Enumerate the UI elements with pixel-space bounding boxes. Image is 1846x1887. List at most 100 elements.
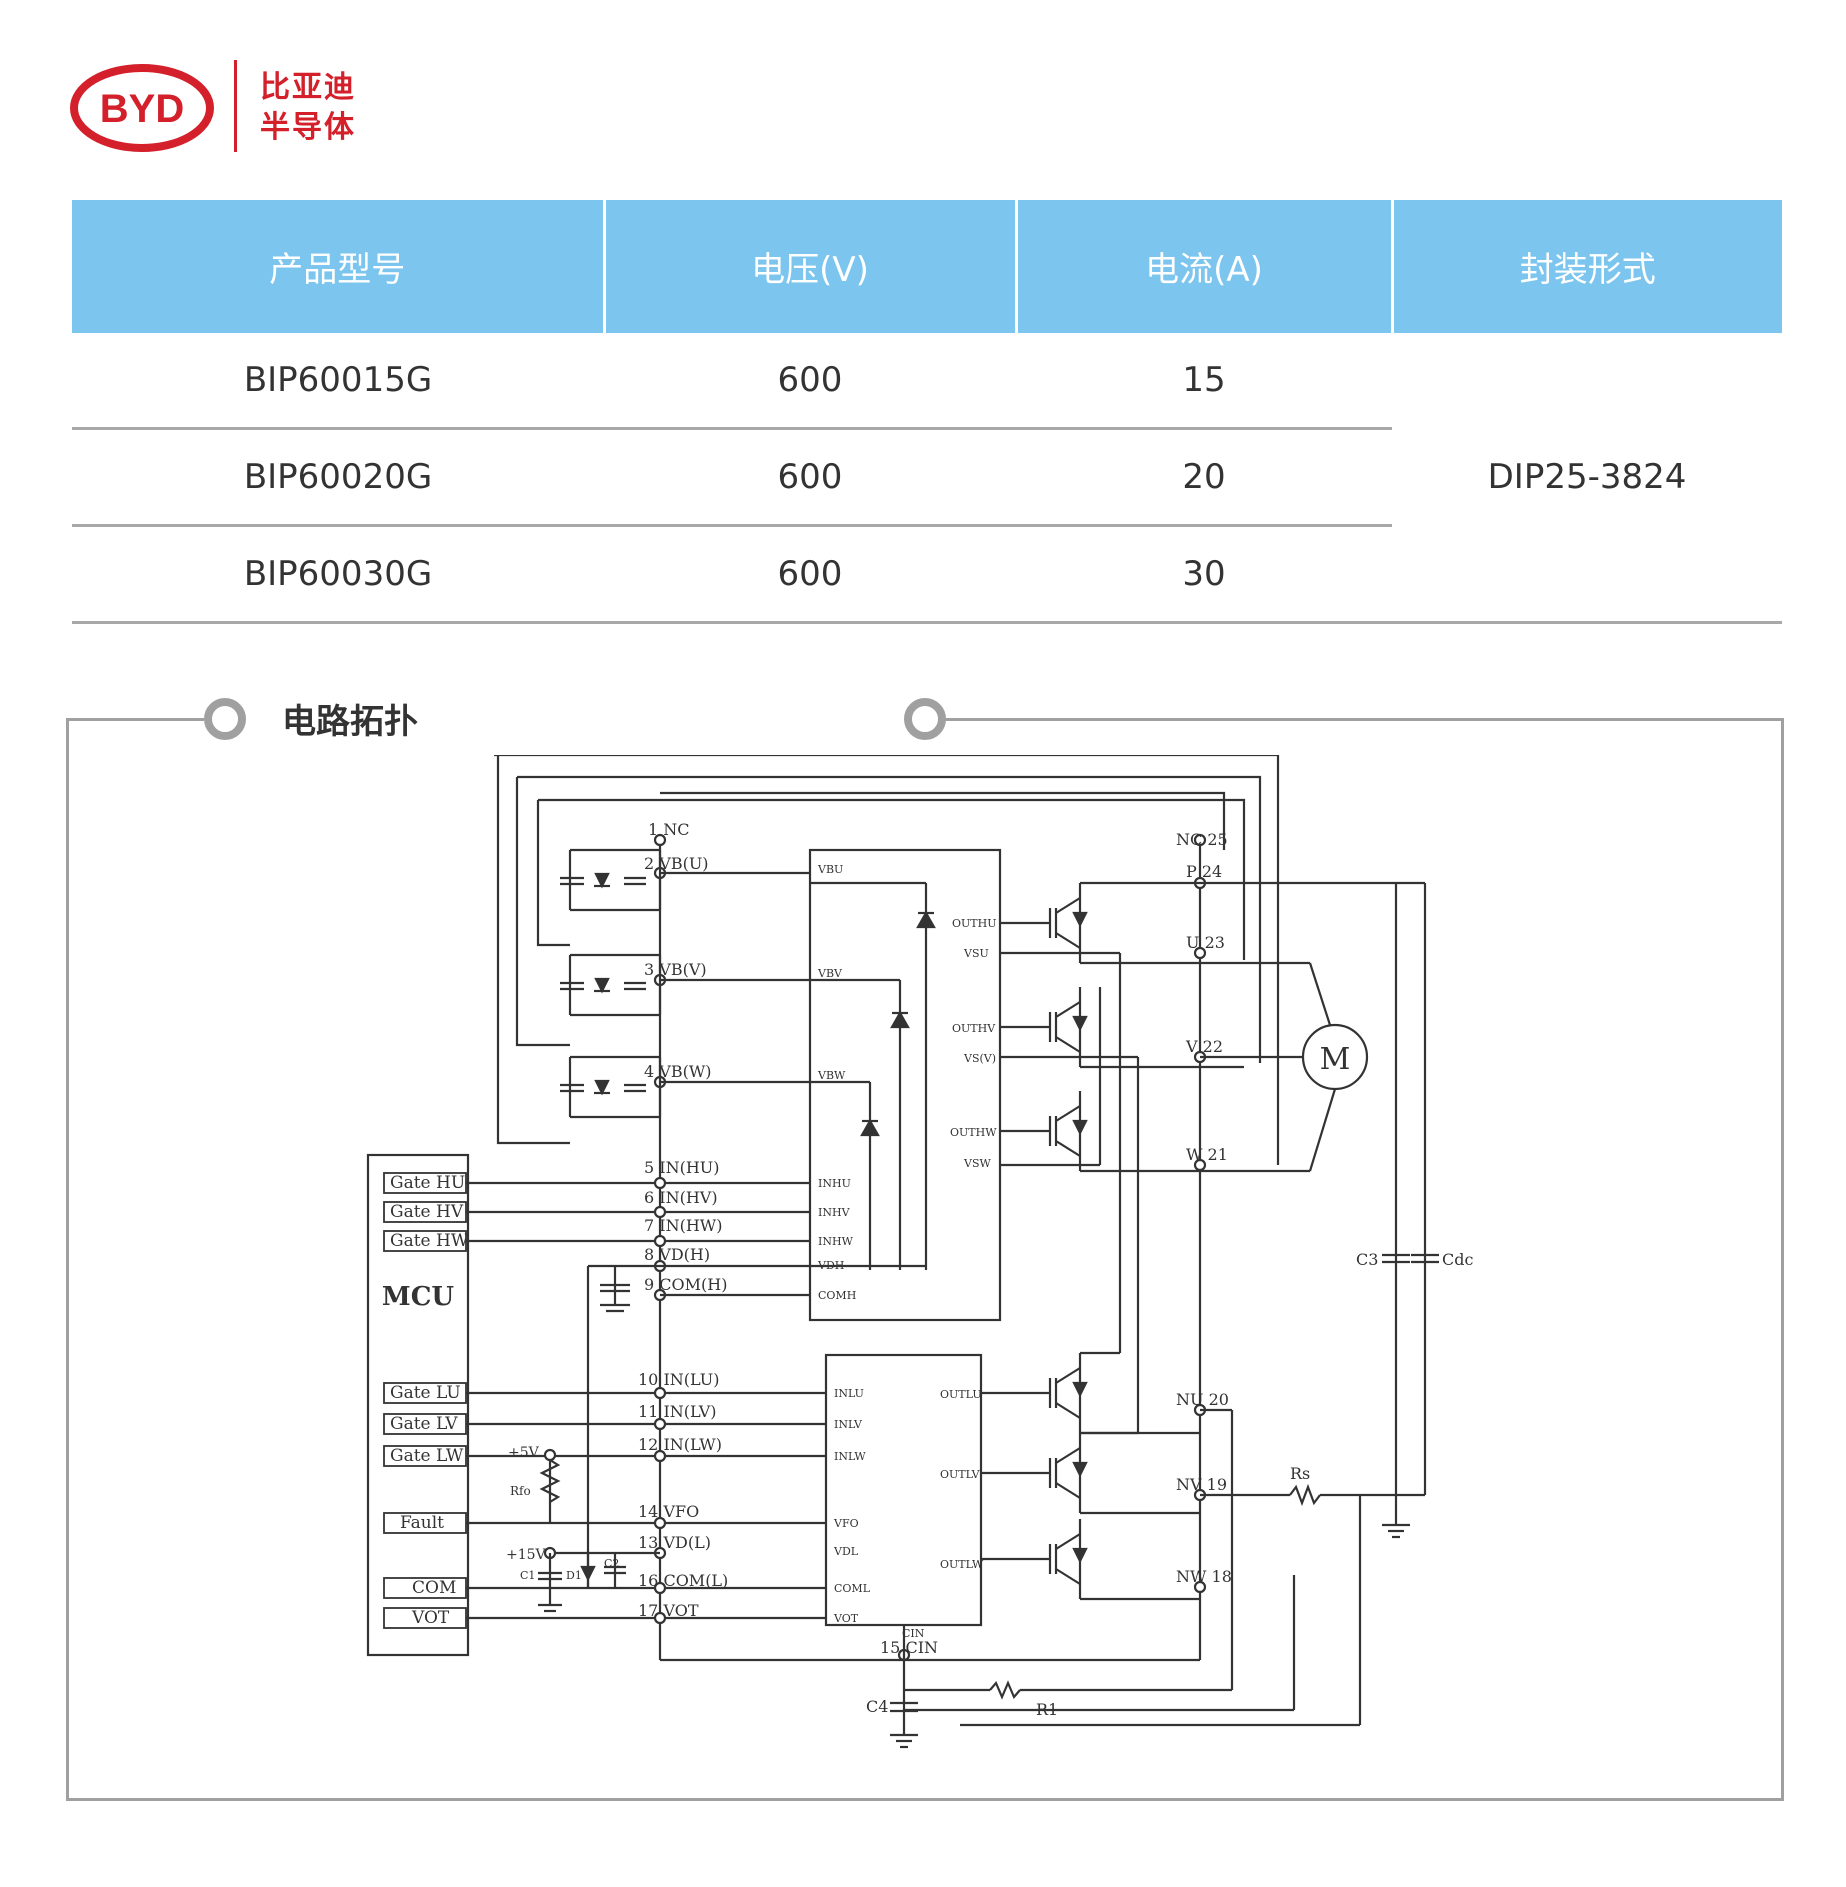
ic-pin-label: OUTHU bbox=[952, 917, 997, 930]
cell-voltage: 600 bbox=[604, 333, 1016, 430]
ic-pin-label: VSU bbox=[963, 947, 989, 960]
ic-pin-label: OUTLW bbox=[940, 1558, 984, 1571]
ic-pin-label: VBV bbox=[817, 967, 843, 980]
table-row: BIP60020G 600 20 bbox=[72, 428, 1782, 527]
mcu-block bbox=[366, 1153, 470, 1657]
header-package: 封装形式 bbox=[1392, 200, 1782, 333]
mcu-pin-label: Gate LW bbox=[390, 1446, 464, 1466]
cell-model: BIP60020G bbox=[72, 428, 604, 527]
pin-label: U 23 bbox=[1186, 933, 1225, 952]
pin-label: 6 IN(HV) bbox=[644, 1188, 718, 1207]
circuit-section-frame bbox=[66, 718, 1784, 1801]
ic-pin-label: INLW bbox=[834, 1450, 866, 1463]
pin-label: 17 VOT bbox=[638, 1601, 699, 1620]
motor-label: M bbox=[1320, 1042, 1351, 1077]
ic-pin-label: COML bbox=[834, 1582, 871, 1595]
mcu-pin-label: Gate LV bbox=[390, 1414, 458, 1434]
cell-current: 20 bbox=[1016, 428, 1392, 527]
byd-logo-icon: BYD bbox=[70, 64, 214, 152]
ic-pin-label: VBW bbox=[817, 1069, 846, 1082]
pin-label: 8 VD(H) bbox=[644, 1245, 710, 1264]
ic-pin-label: INHW bbox=[818, 1235, 854, 1248]
component-label: D1 bbox=[566, 1569, 582, 1582]
igbt-array bbox=[1000, 883, 1088, 1599]
ic-pin-label: OUTHW bbox=[950, 1126, 997, 1139]
cell-package: DIP25-3824 bbox=[1392, 333, 1782, 624]
pin-label: 2 VB(U) bbox=[644, 854, 709, 873]
mcu-pin-label: COM bbox=[412, 1578, 456, 1598]
header-model: 产品型号 bbox=[72, 200, 606, 333]
cell-voltage: 600 bbox=[604, 428, 1016, 527]
cell-model: BIP60030G bbox=[72, 525, 604, 624]
ic-pin-label: VDL bbox=[833, 1545, 859, 1558]
ic-pin-label: VS(V) bbox=[963, 1052, 996, 1065]
component-label: C3 bbox=[1356, 1250, 1378, 1269]
mcu-label: MCU bbox=[382, 1282, 454, 1312]
component-label: +15V bbox=[506, 1547, 547, 1563]
mcu-pin-label: Gate HU bbox=[390, 1173, 465, 1193]
section-title: 电路拓扑 bbox=[282, 702, 418, 742]
component-label: C4 bbox=[866, 1697, 888, 1716]
cell-current: 30 bbox=[1016, 525, 1392, 624]
pin-label: 4 VB(W) bbox=[644, 1062, 712, 1081]
brand-logo: BYD 比亚迪 半导体 bbox=[70, 60, 390, 160]
product-spec-table: 产品型号 电压(V) 电流(A) 封装形式 BIP60015G 600 15 D… bbox=[72, 200, 1782, 624]
component-label: Cdc bbox=[1442, 1250, 1473, 1269]
header-current: 电流(A) bbox=[1016, 200, 1394, 333]
pin-label: 3 VB(V) bbox=[644, 960, 707, 979]
circuit-topology-diagram: MCU Gate HU Gate HV Gate HW Gate LU Gate… bbox=[366, 755, 1473, 1749]
pin-label: 1 NC bbox=[648, 820, 690, 839]
mcu-pin-label: VOT bbox=[411, 1608, 450, 1628]
table-row: BIP60030G 600 30 bbox=[72, 525, 1782, 624]
ic-pin-label: VBU bbox=[817, 863, 843, 876]
pin-label: 15 CIN bbox=[880, 1638, 938, 1657]
frame-top-line-left bbox=[66, 718, 204, 721]
pin-label: NW 18 bbox=[1176, 1567, 1232, 1586]
mcu-pin-label: Gate HW bbox=[390, 1231, 469, 1251]
logo-lettering: BYD bbox=[100, 87, 184, 131]
mcu-pin-label: Gate LU bbox=[390, 1383, 461, 1403]
logo-divider bbox=[234, 60, 237, 152]
brand-name-line2: 半导体 bbox=[260, 110, 356, 145]
high-side-driver-ic bbox=[808, 848, 1002, 1322]
pin-label: W 21 bbox=[1186, 1145, 1228, 1164]
ic-pin-label: INHU bbox=[818, 1177, 851, 1190]
ic-pin-label: OUTHV bbox=[952, 1022, 996, 1035]
table-row: BIP60015G 600 15 DIP25-3824 bbox=[72, 333, 1782, 624]
pin-label: V 22 bbox=[1185, 1037, 1223, 1056]
frame-top-line-right bbox=[940, 718, 1781, 721]
ic-pin-label: INLU bbox=[834, 1387, 864, 1400]
component-label: +5V bbox=[508, 1445, 540, 1461]
ic-pin-label: VSW bbox=[963, 1157, 991, 1170]
pin-label: NU 20 bbox=[1176, 1390, 1229, 1409]
pin-label: 12 IN(LW) bbox=[638, 1435, 722, 1454]
brand-name-line1: 比亚迪 bbox=[260, 70, 356, 105]
pin-label: 16 COM(L) bbox=[638, 1571, 728, 1590]
ic-pin-label: VOT bbox=[833, 1612, 859, 1625]
ic-pin-label: INHV bbox=[818, 1206, 851, 1219]
header-voltage: 电压(V) bbox=[604, 200, 1018, 333]
pin-label: 11 IN(LV) bbox=[638, 1402, 717, 1421]
cell-model: BIP60015G bbox=[72, 333, 604, 430]
mcu-pin-label: Fault bbox=[400, 1513, 444, 1533]
bootstrap-components bbox=[560, 848, 662, 1119]
mcu-pin-label: Gate HV bbox=[390, 1202, 464, 1222]
pin-label: 10 IN(LU) bbox=[638, 1370, 719, 1389]
brand-name: 比亚迪 半导体 bbox=[260, 68, 356, 148]
pin-label: 9 COM(H) bbox=[644, 1275, 727, 1294]
ic-pin-label: COMH bbox=[818, 1289, 856, 1302]
pin-label: NC 25 bbox=[1176, 830, 1228, 849]
ring-right-icon bbox=[904, 698, 946, 740]
pin-label: 14 VFO bbox=[638, 1502, 699, 1521]
ic-pin-label: INLV bbox=[834, 1418, 863, 1431]
cell-current: 15 bbox=[1016, 333, 1392, 430]
ic-pin-label: VFO bbox=[833, 1517, 859, 1530]
cell-voltage: 600 bbox=[604, 525, 1016, 624]
component-label: Rs bbox=[1290, 1464, 1310, 1483]
ic-pin-label: CIN bbox=[902, 1627, 925, 1640]
pin-label: P 24 bbox=[1186, 862, 1222, 881]
component-label: Rfo bbox=[510, 1484, 531, 1498]
component-label: R1 bbox=[1036, 1700, 1058, 1719]
ic-pin-label: OUTLV bbox=[940, 1468, 981, 1481]
pin-label: NV 19 bbox=[1176, 1475, 1227, 1494]
